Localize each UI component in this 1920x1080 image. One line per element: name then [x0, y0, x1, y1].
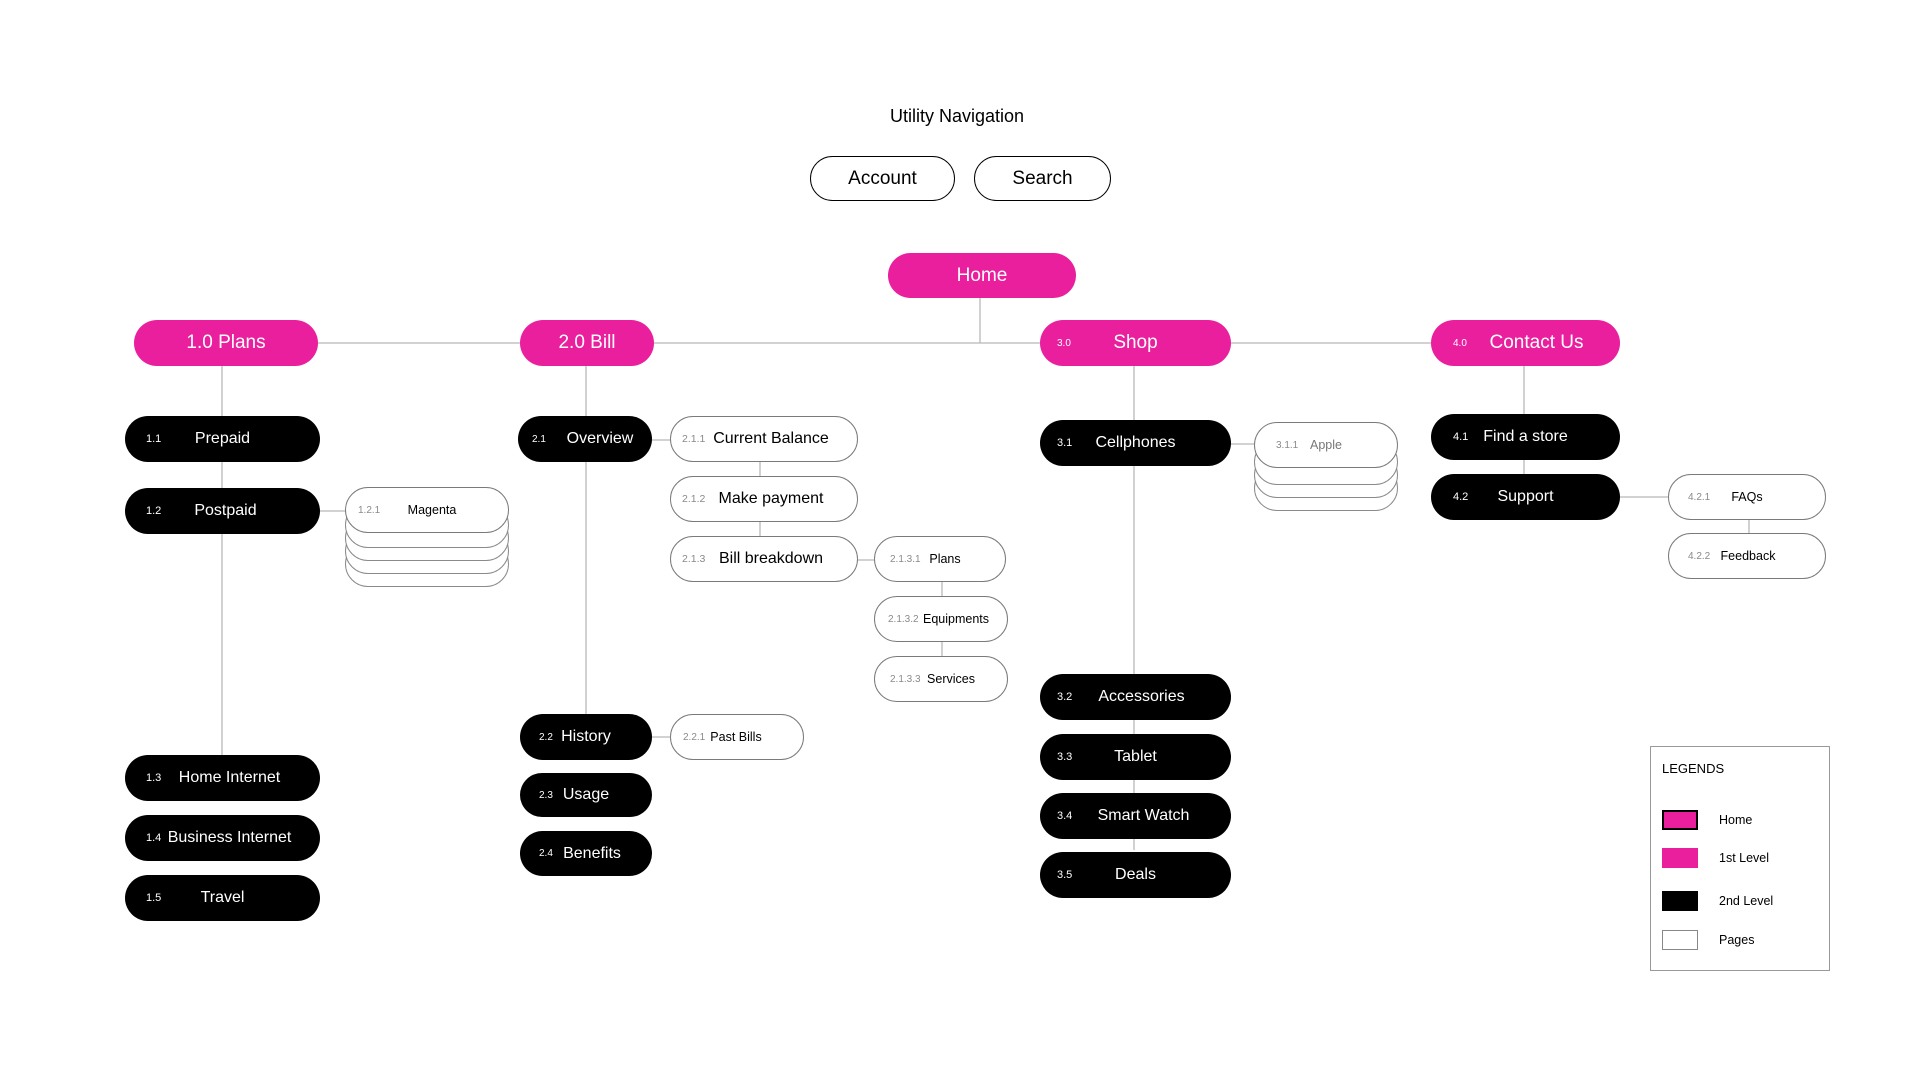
legend-label-home: Home	[1719, 813, 1753, 827]
smart-watch-node[interactable]: 3.4 Smart Watch	[1040, 793, 1231, 839]
legend-swatch-pages	[1662, 930, 1698, 950]
utility-navigation-title: Utility Navigation	[890, 106, 1025, 126]
legend-swatch-first-level	[1662, 848, 1698, 868]
account-button[interactable]: Account	[810, 156, 955, 201]
plans-node[interactable]: 1.0 Plans	[134, 320, 318, 366]
apple-page[interactable]: 3.1.1 Apple	[1254, 422, 1398, 468]
breakdown-services-page[interactable]: 2.1.3.3 Services	[874, 656, 1008, 702]
faqs-page[interactable]: 4.2.1 FAQs	[1668, 474, 1826, 520]
bill-node[interactable]: 2.0 Bill	[520, 320, 654, 366]
legend-label-first-level: 1st Level	[1719, 851, 1770, 865]
prepaid-node[interactable]: 1.1 Prepaid	[125, 416, 320, 462]
deals-node[interactable]: 3.5 Deals	[1040, 852, 1231, 898]
current-balance-page[interactable]: 2.1.1 Current Balance	[670, 416, 858, 462]
bill-breakdown-page[interactable]: 2.1.3 Bill breakdown	[670, 536, 858, 582]
legend-item-pages: Pages	[1662, 930, 1822, 950]
make-payment-page[interactable]: 2.1.2 Make payment	[670, 476, 858, 522]
breakdown-plans-page[interactable]: 2.1.3.1 Plans	[874, 536, 1006, 582]
past-bills-page[interactable]: 2.2.1 Past Bills	[670, 714, 804, 760]
legend-label-pages: Pages	[1719, 933, 1755, 947]
overview-node[interactable]: 2.1 Overview	[518, 416, 652, 462]
legend-item-second-level: 2nd Level	[1662, 891, 1822, 911]
legend-box: LEGENDS Home 1st Level 2nd Level Pages	[1650, 746, 1830, 971]
travel-node[interactable]: 1.5 Travel	[125, 875, 320, 921]
find-a-store-node[interactable]: 4.1 Find a store	[1431, 414, 1620, 460]
accessories-node[interactable]: 3.2 Accessories	[1040, 674, 1231, 720]
business-internet-node[interactable]: 1.4 Business Internet	[125, 815, 320, 861]
legend-title: LEGENDS	[1662, 761, 1725, 776]
legend-label-second-level: 2nd Level	[1719, 894, 1774, 908]
support-node[interactable]: 4.2 Support	[1431, 474, 1620, 520]
magenta-page[interactable]: 1.2.1 Magenta	[345, 487, 509, 533]
search-button[interactable]: Search	[974, 156, 1111, 201]
legend-swatch-home	[1662, 810, 1698, 830]
legend-item-first-level: 1st Level	[1662, 848, 1822, 868]
shop-node[interactable]: 3.0 Shop	[1040, 320, 1231, 366]
feedback-page[interactable]: 4.2.2 Feedback	[1668, 533, 1826, 579]
home-node[interactable]: Home	[888, 253, 1076, 298]
home-internet-node[interactable]: 1.3 Home Internet	[125, 755, 320, 801]
history-node[interactable]: 2.2 History	[520, 714, 652, 760]
legend-swatch-second-level	[1662, 891, 1698, 911]
contact-us-node[interactable]: 4.0 Contact Us	[1431, 320, 1620, 366]
tablet-node[interactable]: 3.3 Tablet	[1040, 734, 1231, 780]
postpaid-node[interactable]: 1.2 Postpaid	[125, 488, 320, 534]
usage-node[interactable]: 2.3 Usage	[520, 773, 652, 817]
breakdown-equipments-page[interactable]: 2.1.3.2 Equipments	[874, 596, 1008, 642]
legend-item-home: Home	[1662, 810, 1822, 830]
cellphones-node[interactable]: 3.1 Cellphones	[1040, 420, 1231, 466]
benefits-node[interactable]: 2.4 Benefits	[520, 831, 652, 876]
